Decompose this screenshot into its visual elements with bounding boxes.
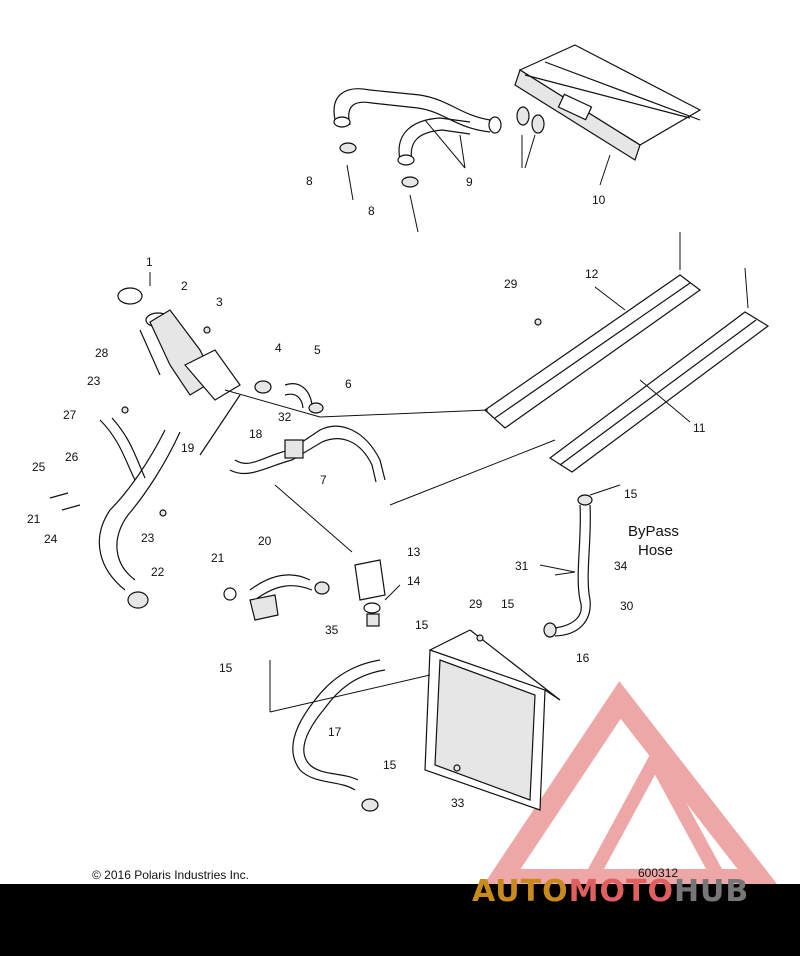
label-21: 21 — [211, 551, 225, 565]
label-23b: 23 — [141, 531, 155, 545]
hardware-bolts — [49, 318, 542, 772]
label-14: 14 — [407, 574, 421, 588]
bypass-annotation-line2: Hose — [638, 542, 673, 559]
label-13: 13 — [407, 545, 421, 559]
label-15b: 15 — [501, 597, 515, 611]
watermark-part2: MOTO — [568, 874, 674, 909]
label-34: 34 — [614, 559, 628, 573]
label-15d: 15 — [219, 661, 233, 675]
label-26: 26 — [65, 450, 79, 464]
label-15c: 15 — [415, 618, 429, 632]
label-6: 6 — [345, 377, 352, 391]
label-33: 33 — [451, 796, 465, 810]
label-31: 31 — [515, 559, 529, 573]
part-26-hose — [98, 429, 181, 609]
part-4-clamps-top — [516, 106, 545, 134]
cooling-system-diagram: 1 2 3 4 5 6 7 8 8 9 10 11 12 13 14 15 15… — [27, 44, 778, 884]
part-10-reservoir — [514, 44, 702, 161]
part-28-rod — [139, 329, 161, 376]
label-19: 19 — [181, 441, 195, 455]
part-13-housing — [354, 559, 386, 627]
label-24: 24 — [44, 532, 58, 546]
label-27: 27 — [63, 408, 77, 422]
part-11-rail — [548, 311, 770, 473]
label-20: 20 — [258, 534, 272, 548]
part-16-radiator — [424, 629, 561, 811]
label-16: 16 — [576, 651, 590, 665]
figure-id: 600312 — [638, 866, 679, 880]
watermark-logo-icon — [484, 681, 778, 884]
label-12: 12 — [585, 267, 599, 281]
label-22: 22 — [151, 565, 165, 579]
label-2: 2 — [181, 279, 188, 293]
leader-lines — [149, 119, 749, 713]
label-32: 32 — [278, 410, 292, 424]
label-10: 10 — [592, 193, 606, 207]
label-5: 5 — [314, 343, 321, 357]
part-27-hose — [99, 417, 146, 481]
label-1: 1 — [146, 255, 153, 269]
part-30-bypass-hose — [543, 494, 593, 638]
label-8b: 8 — [368, 204, 375, 218]
label-25: 25 — [32, 460, 46, 474]
label-29b: 29 — [469, 597, 483, 611]
bypass-hose-annotation: ByPass Hose — [628, 523, 679, 559]
label-11: 11 — [693, 421, 706, 435]
label-35: 35 — [325, 623, 339, 637]
part-20-fitting — [223, 574, 330, 621]
copyright-notice: © 2016 Polaris Industries Inc. — [92, 868, 249, 882]
label-18: 18 — [249, 427, 263, 441]
part-2-fill-neck — [117, 287, 241, 401]
watermark-part3: HUB — [673, 874, 750, 909]
label-29: 29 — [504, 277, 518, 291]
label-15e: 15 — [383, 758, 397, 772]
label-3: 3 — [216, 295, 223, 309]
label-21b: 21 — [27, 512, 41, 526]
label-8: 8 — [306, 174, 313, 188]
watermark-part1: AUTO — [472, 874, 569, 909]
watermark-text: AUTOMOTOHUB — [472, 874, 749, 909]
part-7-hose — [229, 425, 386, 483]
bypass-annotation-line1: ByPass — [628, 523, 679, 540]
part-9-hoses — [333, 88, 502, 166]
label-23: 23 — [87, 374, 101, 388]
label-9: 9 — [466, 175, 473, 189]
label-17: 17 — [328, 725, 342, 739]
part-17-hose — [292, 659, 386, 812]
label-28: 28 — [95, 346, 109, 360]
part-8-clamps — [339, 142, 419, 188]
label-4: 4 — [275, 341, 282, 355]
part-12-rail — [484, 274, 702, 429]
label-15: 15 — [624, 487, 638, 501]
label-7: 7 — [320, 473, 327, 487]
callout-labels: 1 2 3 4 5 6 7 8 8 9 10 11 12 13 14 15 15… — [27, 174, 706, 810]
part-5-elbow — [254, 380, 324, 414]
label-30: 30 — [620, 599, 634, 613]
footer-bar — [0, 884, 800, 956]
